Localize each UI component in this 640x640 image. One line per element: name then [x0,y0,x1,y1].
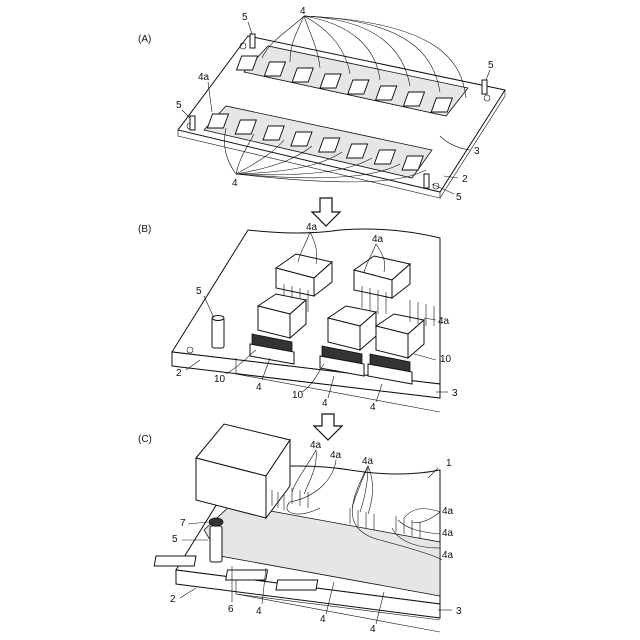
callout-c-4a-3: 4a [362,456,374,467]
callout-a-5-tr: 5 [488,60,494,71]
callout-b-4a-2: 4a [372,234,384,245]
module-4 [154,556,196,566]
leader-5-tl [248,22,252,34]
callout-b-10-r: 10 [440,354,452,365]
callout-a-5-br: 5 [456,192,462,203]
component-1 [196,424,290,518]
callout-b-3: 3 [452,388,458,399]
callout-c-1: 1 [446,458,452,469]
standoff-5 [210,526,222,562]
callout-c-4-l: 4 [256,606,262,617]
callout-a-2: 2 [462,174,468,185]
standoff-5 [212,318,224,348]
panel-c: (C) [138,424,462,635]
callout-c-4a-6: 4a [442,550,454,561]
callout-b-10-l: 10 [214,374,226,385]
callout-c-5: 5 [172,534,178,545]
standoff-5 [250,34,255,48]
panel-b-label: (B) [138,224,151,235]
standoff-5 [190,116,195,130]
callout-b-4-r: 4 [370,402,376,413]
standoff-5 [424,174,429,188]
callout-a-4-top: 4 [300,6,306,17]
callout-a-5-l: 5 [176,100,182,111]
callout-c-4a-5: 4a [442,528,454,539]
callout-b-4a-3: 4a [438,316,450,327]
callout-a-4-bot: 4 [232,178,238,189]
leader-5-l [182,110,190,118]
standoff-5 [482,80,487,94]
callout-b-5: 5 [196,286,202,297]
callout-a-4a: 4a [198,72,210,83]
panel-c-label: (C) [138,434,152,445]
panel-a-label: (A) [138,34,151,45]
leader-5-tr [486,70,490,80]
arrow-down-bc [314,414,342,440]
callout-b-10-m: 10 [292,390,304,401]
callout-c-6: 6 [228,604,234,615]
callout-a-5-tl: 5 [242,12,248,23]
callout-b-4-m: 4 [322,398,328,409]
callout-c-4-m: 4 [320,614,326,625]
callout-c-3: 3 [456,606,462,617]
callout-c-4a-4: 4a [442,506,454,517]
callout-c-4a-2: 4a [330,450,342,461]
callout-c-4a-1: 4a [310,440,322,451]
panel-a: (A) [138,6,505,203]
screw-7 [209,518,223,526]
callout-b-4a-1: 4a [306,222,318,233]
callout-c-7: 7 [180,518,186,529]
callout-c-4-r: 4 [370,624,376,635]
module-4 [276,580,318,590]
callout-b-2: 2 [176,368,182,379]
callout-c-2: 2 [170,594,176,605]
callout-b-4-l: 4 [256,382,262,393]
callout-a-3: 3 [474,146,480,157]
panel-b: (B) [138,222,458,413]
